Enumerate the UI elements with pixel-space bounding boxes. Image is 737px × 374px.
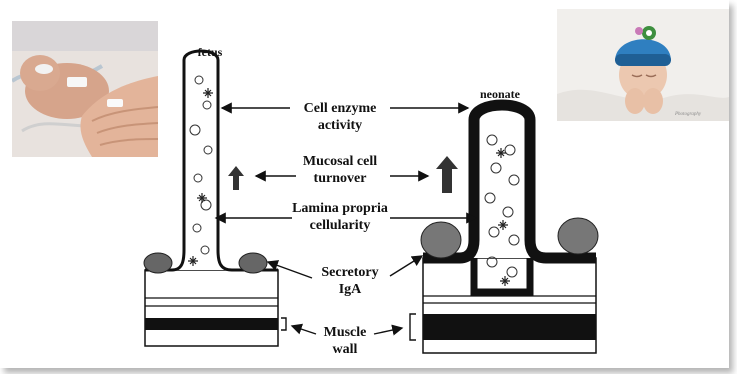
secretory-iga-label: Secretory IgA bbox=[305, 264, 395, 298]
neonate-turnover-up-arrow bbox=[436, 156, 458, 193]
muscle-wall-label: Muscle wall bbox=[315, 324, 375, 358]
fetus-label: fetus bbox=[190, 44, 230, 61]
neonate-villus bbox=[421, 105, 598, 353]
neonate-muscle-bracket bbox=[410, 314, 416, 340]
neonate-muscle-band bbox=[423, 314, 596, 340]
mucosal-turnover-label: Mucosal cell turnover bbox=[285, 153, 395, 187]
neonate-label: neonate bbox=[470, 86, 530, 103]
fetus-villus bbox=[144, 51, 278, 346]
cell-enzyme-label: Cell enzyme activity bbox=[285, 100, 395, 134]
fetus-muscle-bracket bbox=[281, 318, 286, 330]
lamina-propria-label: Lamina propria cellularity bbox=[278, 200, 402, 234]
fetus-muscle-band bbox=[145, 318, 278, 330]
fetus-turnover-up-arrow bbox=[228, 166, 244, 190]
